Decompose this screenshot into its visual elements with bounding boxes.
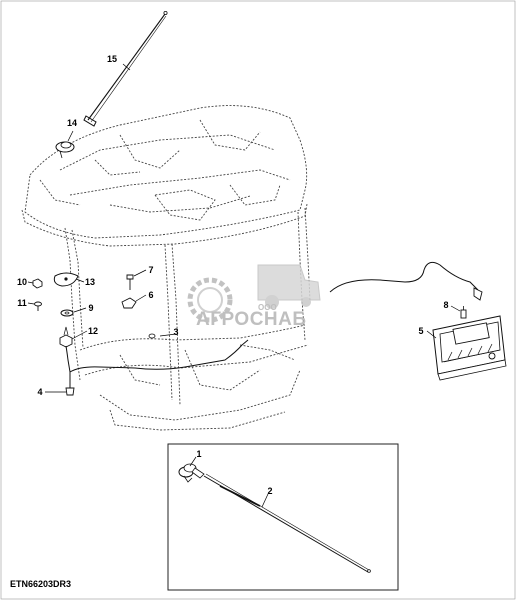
callout-11: 11 [17, 298, 27, 308]
callout-5: 5 [418, 326, 423, 336]
callout-9: 9 [88, 303, 93, 313]
detail-inset [167, 443, 399, 591]
callout-10: 10 [17, 277, 27, 287]
radio-fuse [460, 306, 467, 319]
callout-4: 4 [37, 387, 42, 397]
callout-2: 2 [267, 486, 272, 496]
antenna-cable [65, 261, 483, 396]
callout-8: 8 [443, 300, 448, 310]
callout-6: 6 [148, 290, 153, 300]
callout-13: 13 [85, 277, 95, 287]
hardware-parts [32, 272, 156, 348]
watermark-prefix: ООО [258, 303, 277, 312]
callout-labels: 1 2 3 4 5 6 7 8 9 10 11 12 13 14 15 [17, 54, 449, 496]
callout-14: 14 [67, 118, 77, 128]
watermark: ООО АГРОСНАБ [187, 264, 321, 330]
drawing-id: ETN66203DR3 [10, 579, 71, 589]
callout-1: 1 [196, 449, 201, 459]
antenna-base [55, 141, 75, 159]
radio-unit [432, 315, 507, 381]
callout-7: 7 [148, 265, 153, 275]
callout-15: 15 [107, 54, 117, 64]
callout-3: 3 [173, 327, 178, 337]
watermark-brand: АГРОСНАБ [196, 309, 307, 330]
antenna-mast [83, 10, 168, 127]
leader-lines [27, 63, 461, 508]
cab-roof [21, 105, 308, 247]
callout-12: 12 [88, 326, 98, 336]
cab-frame [64, 207, 311, 431]
